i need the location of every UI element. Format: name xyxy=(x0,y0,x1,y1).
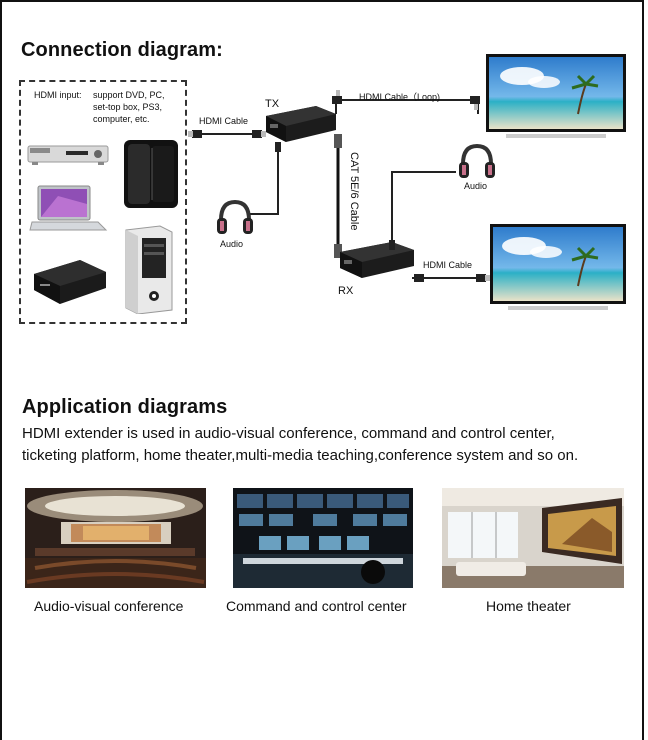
tv-display-rx-image xyxy=(490,224,626,310)
tx-label: TX xyxy=(265,98,280,110)
laptop-image xyxy=(29,185,108,231)
dvd-player-image xyxy=(27,145,109,165)
home-theater-image xyxy=(442,488,624,588)
hdmi-loop-cable-label: HDMI Cable（Loop) xyxy=(359,92,441,102)
hdmi-cable-rx-line xyxy=(412,274,490,282)
application-diagrams-title: Application diagrams xyxy=(22,396,228,418)
audio-tx-label: Audio xyxy=(220,239,244,249)
rx-label: RX xyxy=(338,285,354,297)
hdmi-input-sources-box xyxy=(19,80,187,324)
rx-receiver-image xyxy=(340,242,414,278)
pc-tower-image xyxy=(125,225,173,314)
tx-audio-cable-line xyxy=(250,142,281,215)
tx-transmitter-image xyxy=(266,106,336,142)
audio-rx-label: Audio xyxy=(464,181,488,191)
tv-display-loop-image xyxy=(486,54,626,138)
ps3-console-image xyxy=(124,140,178,208)
command-control-center-image xyxy=(233,488,413,588)
headphones-rx-icon xyxy=(459,143,495,178)
connection-diagram-title: Connection diagram: xyxy=(21,39,223,61)
support-line-2: set-top box, PS3, xyxy=(93,102,163,112)
hdmi-cable-rx-label: HDMI Cable xyxy=(423,260,473,270)
support-line-3: computer, etc. xyxy=(93,114,150,124)
cat-cable-label: CAT 5E/6 Cable xyxy=(348,152,360,231)
hdmi-cable-tx-line xyxy=(188,130,266,138)
caption-command-control-center: Command and control center xyxy=(226,598,407,614)
hdmi-input-label: HDMI input: xyxy=(34,90,82,100)
set-top-box-image xyxy=(34,260,106,304)
caption-audio-visual-conference: Audio-visual conference xyxy=(34,598,184,614)
cat-cable-line xyxy=(334,134,342,258)
hdmi-loop-cable-line xyxy=(332,90,480,114)
audio-visual-conference-image xyxy=(25,488,206,588)
application-description-line-2: ticketing platform, home theater,multi-m… xyxy=(22,447,579,464)
support-line-1: support DVD, PC, xyxy=(93,90,165,100)
caption-home-theater: Home theater xyxy=(486,598,571,614)
hdmi-cable-tx-label: HDMI Cable xyxy=(199,116,249,126)
application-description-line-1: HDMI extender is used in audio-visual co… xyxy=(22,425,555,442)
rx-audio-cable-line xyxy=(389,171,456,250)
headphones-tx-icon xyxy=(217,199,253,234)
